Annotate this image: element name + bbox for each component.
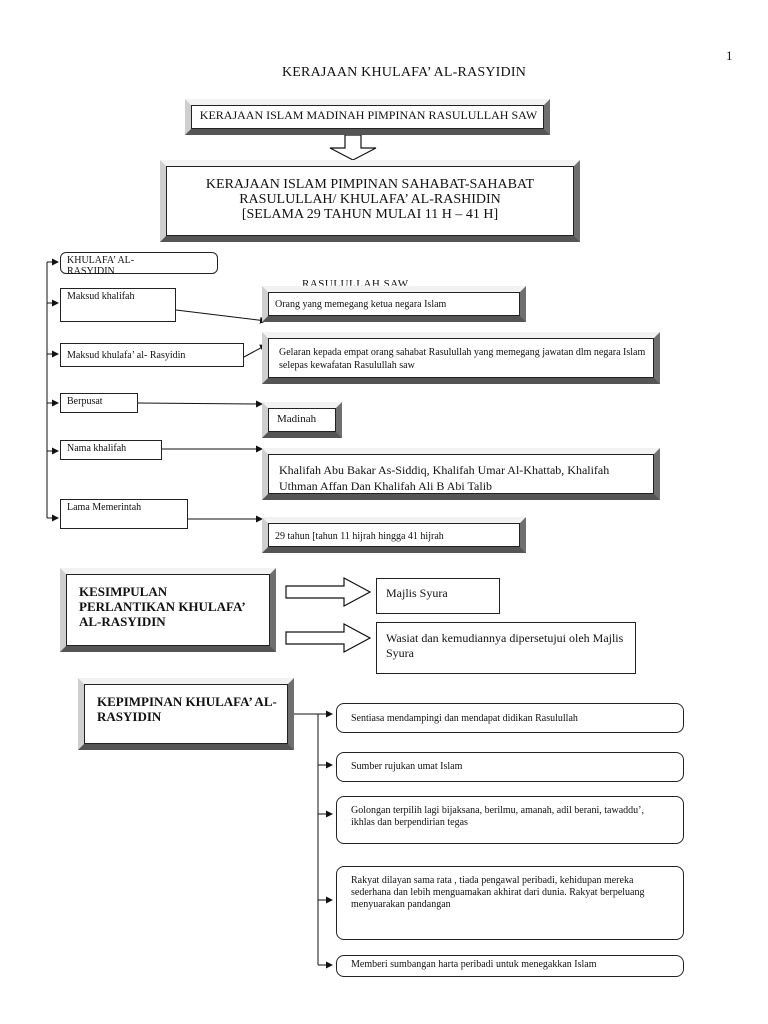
kesimpulan-box bbox=[60, 568, 276, 652]
row-label-berpusat: Berpusat bbox=[60, 393, 138, 413]
row-label-maksud-khalifah: Maksud khalifah bbox=[60, 288, 176, 322]
top-box bbox=[185, 99, 550, 135]
right-arrow-1 bbox=[285, 576, 372, 608]
kesimpulan-heading: KESIMPULAN PERLANTIKAN KHULAFA’ AL-RASYI… bbox=[79, 584, 245, 629]
main-box bbox=[160, 160, 580, 242]
row-value-5: 29 tahun [tahun 11 hijrah hingga 41 hijr… bbox=[275, 531, 444, 542]
row-value-box-1 bbox=[262, 286, 526, 322]
khulafa-tag-text: KHULAFA’ AL-RASYIDIN bbox=[67, 255, 135, 277]
kepimpinan-item-2: Sumber rujukan umat Islam bbox=[336, 752, 684, 782]
kepimpinan-heading: KEPIMPINAN KHULAFA’ AL-RASYIDIN bbox=[97, 694, 277, 724]
kepimpinan-item-4: Rakyat dilayan sama rata , tiada pengawa… bbox=[336, 866, 684, 940]
khulafa-tag: KHULAFA’ AL-RASYIDIN bbox=[60, 252, 218, 277]
kepimpinan-item-1: Sentiasa mendampingi dan mendapat didika… bbox=[336, 703, 684, 733]
row-label-maksud-khulafa: Maksud khulafa’ al- Rasyidin bbox=[60, 343, 244, 367]
row-value-box-4 bbox=[262, 448, 660, 500]
page-number: 1 bbox=[726, 48, 733, 63]
row-value-1: Orang yang memegang ketua negara Islam bbox=[275, 299, 447, 310]
ghost-text: RASULULLAH SAW bbox=[302, 278, 409, 290]
row-value-box-3 bbox=[262, 402, 342, 438]
top-box-text: KERAJAAN ISLAM MADINAH PIMPINAN RASULULL… bbox=[199, 108, 538, 122]
right-arrow-2 bbox=[285, 622, 372, 654]
row-value-4: Khalifah Abu Bakar As-Siddiq, Khalifah U… bbox=[279, 463, 610, 493]
kesimpulan-item-1: Majlis Syura bbox=[386, 586, 448, 600]
row-value-2: Gelaran kepada empat orang sahabat Rasul… bbox=[279, 347, 646, 371]
main-box-line2: RASULULLAH/ KHULAFA’ AL-RASHIDIN bbox=[239, 192, 501, 207]
kepimpinan-box bbox=[78, 678, 294, 750]
row-value-box-2 bbox=[262, 332, 660, 384]
row-label-nama-khalifah: Nama khalifah bbox=[60, 440, 162, 460]
kepimpinan-item-5: Memberi sumbangan harta peribadi untuk m… bbox=[336, 955, 684, 977]
page-title: KERAJAAN KHULAFA’ AL-RASYIDIN bbox=[281, 65, 527, 80]
kesimpulan-item-box-2 bbox=[376, 622, 636, 674]
row-label-lama-memerintah: Lama Memerintah bbox=[60, 499, 188, 529]
kesimpulan-item-box-1 bbox=[376, 578, 500, 614]
row-value-3: Madinah bbox=[277, 413, 317, 425]
kepimpinan-item-3: Golongan terpilih lagi bijaksana, berilm… bbox=[336, 796, 684, 844]
main-box-line3: [SELAMA 29 TAHUN MULAI 11 H – 41 H] bbox=[241, 207, 499, 222]
kesimpulan-item-2: Wasiat dan kemudiannya dipersetujui oleh… bbox=[386, 631, 624, 660]
row-value-box-5 bbox=[262, 517, 526, 553]
main-box-line1: KERAJAAN ISLAM PIMPINAN SAHABAT-SAHABAT bbox=[205, 177, 535, 192]
down-arrow bbox=[329, 134, 377, 161]
